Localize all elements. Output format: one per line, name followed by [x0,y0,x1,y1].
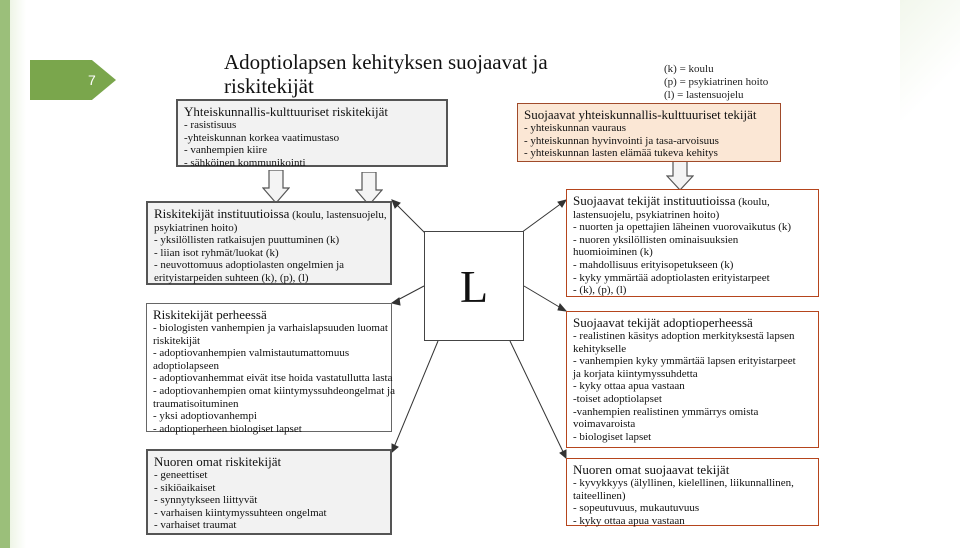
social-risk-box: Yhteiskunnallis-kulttuuriset riskitekijä… [176,99,448,169]
box-line: - kyky ymmärtää adoptiolasten erityistar… [573,271,770,284]
box-line: erityistarpeiden suhteen (k), (p), (l) [154,271,309,284]
box-heading-suffix: (koulu, [735,196,770,208]
box-line: - varhaiset traumat [154,519,237,532]
box-line: lastensuojelu, psykiatrinen hoito) [573,208,720,221]
box-line: psykiatrinen hoito) [154,221,238,234]
arrowhead-family-risk [390,297,401,306]
box-line: - biologiset lapset [573,430,652,443]
box-line: - (k), (p), (l) [573,284,627,297]
box-heading-row: Riskitekijät instituutioissa (koulu, las… [154,206,387,222]
box-line: kehitykselle [573,342,627,355]
arrowhead-inst-protect [557,199,568,208]
box-line: - adoptiovanhempien omat kiintymyssuhdeo… [153,384,395,397]
box-line: - yhteiskunnan hyvinvointi ja tasa-arvoi… [524,134,719,147]
box-line: - nuoren yksilöllisten ominaisuuksien [573,233,739,246]
box-line: - varhaisen kiintymyssuhteen ongelmat [154,506,327,519]
abbreviation-legend: (k) = koulu (p) = psykiatrinen hoito (l)… [664,63,768,102]
box-line: - liian isot ryhmät/luokat (k) [154,246,279,259]
box-heading-row: Suojaavat tekijät instituutioissa (koulu… [573,193,812,209]
arrowhead-youth-risk [391,443,399,454]
background-corner [900,0,960,120]
institution-risk-box: Riskitekijät instituutioissa (koulu, las… [146,201,392,285]
center-l-box: L [424,231,524,341]
box-line: -toiset adoptiolapset [573,392,662,405]
box-line: - yksilöllisten ratkaisujen puuttuminen … [154,234,340,247]
youth-protect-box: Nuoren omat suojaavat tekijät - kyvykkyy… [566,458,819,527]
box-heading: Suojaavat tekijät adoptioperheessä [573,315,753,330]
box-line: - geneettiset [154,469,208,481]
legend-item-psykiatrinen: (p) = psykiatrinen hoito [664,76,769,88]
box-line: - vanhempien kyky ymmärtää lapsen erityi… [573,355,796,368]
connector-to-inst-risk [391,199,431,239]
legend-item-koulu: (k) = koulu [664,63,714,75]
box-line: - kyky ottaa apua vastaan [573,514,685,527]
box-line: -vanhempien realistinen ymmärrys omista [573,405,759,418]
box-line: - vanhempien kiire [184,144,268,157]
box-line: - adoptioperheen biologiset lapset [153,422,302,435]
box-line: - realistinen käsitys adoption merkityks… [573,330,795,342]
box-heading: Suojaavat yhteiskunnallis-kulttuuriset t… [524,107,757,122]
box-line: - yhteiskunnan vauraus [524,122,627,134]
box-line: - yksi adoptiovanhempi [153,410,257,423]
box-line: - rasistisuus [184,119,237,131]
box-heading: Yhteiskunnallis-kulttuuriset riskitekijä… [184,104,389,119]
box-line: - adoptiovanhempien valmistautumattomuus [153,347,350,360]
box-heading: Nuoren omat riskitekijät [154,454,282,469]
background-gradient [10,0,26,548]
box-line: - biologisten vanhempien ja varhaislapsu… [153,322,388,334]
box-line: - kyky ottaa apua vastaan [573,380,685,393]
box-line: ja korjata kiintymyssuhdetta [573,367,698,380]
background-stripe [0,0,10,548]
box-line: traumatisoituminen [153,397,239,410]
box-line: - neuvottomuus adoptiolasten ongelmien j… [154,259,345,272]
box-line: - kyvykkyys (älyllinen, kielellinen, lii… [573,477,794,489]
family-risk-box: Riskitekijät perheessä - biologisten van… [146,303,395,435]
box-line: - mahdollisuus erityisopetukseen (k) [573,258,734,271]
box-heading-suffix: (koulu, lastensuojelu, [289,209,387,221]
box-line: -yhteiskunnan korkea vaatimustaso [184,131,340,144]
box-heading: Nuoren omat suojaavat tekijät [573,462,730,477]
title-line-1: Adoptiolapsen kehityksen suojaavat ja [224,50,548,74]
arrowhead-family-protect [557,303,568,312]
box-heading: Riskitekijät instituutioissa [154,206,290,221]
box-line: - nuorten ja opettajien läheinen vuorova… [573,221,792,234]
slide-title: Adoptiolapsen kehityksen suojaavat ja ri… [224,50,584,98]
box-heading: Suojaavat tekijät instituutioissa [573,193,736,208]
box-line: - adoptiovanhemmat eivät itse hoida vast… [153,372,393,385]
family-protect-box: Suojaavat tekijät adoptioperheessä - rea… [566,311,819,448]
slide-number: 7 [88,72,96,88]
box-line: - yhteiskunnan lasten elämää tukeva kehi… [524,147,718,160]
connector-to-youth-protect [509,340,567,459]
box-line: adoptiolapseen [153,359,219,372]
down-arrow-left-2 [355,172,383,206]
social-protect-box: Suojaavat yhteiskunnallis-kulttuuriset t… [517,103,781,162]
box-line: - sähköinen kommunikointi [184,156,306,169]
box-heading: Riskitekijät perheessä [153,307,267,322]
box-line: - sikiöaikaiset [154,481,216,494]
institution-protect-box: Suojaavat tekijät instituutioissa (koulu… [566,189,819,297]
down-arrow-left-1 [262,170,290,204]
box-line: - sopeutuvuus, mukautuvuus [573,502,700,515]
box-line: voimavaroista [573,418,636,431]
box-line: taiteellinen) [573,489,626,502]
title-line-2: riskitekijät [224,74,314,98]
arrowhead-youth-protect [559,449,567,460]
box-line: riskitekijät [153,334,201,347]
down-arrow-right [666,161,694,191]
legend-item-lastensuojelu: (l) = lastensuojelu [664,89,744,101]
youth-risk-box: Nuoren omat riskitekijät - geneettiset -… [146,449,392,535]
box-line: huomioiminen (k) [573,246,653,259]
arrowhead-inst-risk [391,199,401,209]
box-line: - synnytykseen liittyvät [154,494,258,507]
connector-to-youth-risk [391,340,439,453]
